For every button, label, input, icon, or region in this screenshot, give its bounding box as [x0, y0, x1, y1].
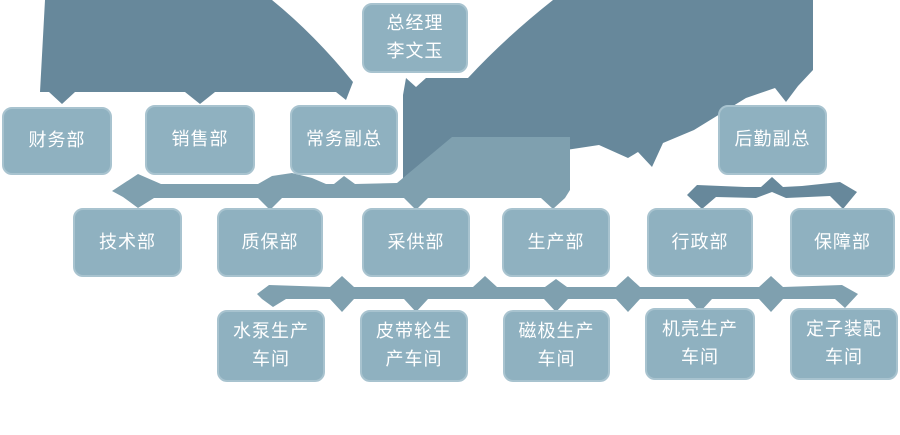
org-node-finance-dept[interactable]: 财务部: [2, 107, 112, 175]
org-node-support-dept[interactable]: 保障部: [790, 208, 895, 277]
org-node-technology-dept[interactable]: 技术部: [73, 208, 182, 277]
org-node-general-manager[interactable]: 总经理 李文玉: [362, 3, 468, 73]
org-node-procurement-dept[interactable]: 采供部: [362, 208, 470, 277]
org-node-water-pump-workshop[interactable]: 水泵生产 车间: [217, 310, 325, 382]
org-node-production-dept[interactable]: 生产部: [502, 208, 610, 277]
org-node-magnetic-pole-workshop[interactable]: 磁极生产 车间: [503, 310, 610, 382]
org-node-quality-assurance-dept[interactable]: 质保部: [217, 208, 323, 277]
org-node-machine-casing-workshop[interactable]: 机壳生产 车间: [645, 308, 755, 380]
org-node-belt-pulley-workshop[interactable]: 皮带轮生 产车间: [360, 310, 468, 382]
connector-bottom-band: [257, 276, 858, 312]
org-node-administration-dept[interactable]: 行政部: [647, 208, 753, 277]
org-node-executive-deputy-gm[interactable]: 常务副总: [290, 105, 398, 175]
org-node-logistics-deputy-gm[interactable]: 后勤副总: [718, 105, 827, 175]
org-node-sales-dept[interactable]: 销售部: [145, 105, 255, 175]
org-node-stator-assembly-workshop[interactable]: 定子装配 车间: [790, 308, 898, 380]
connector-mid-band: [112, 137, 570, 210]
connector-top-left: [40, 0, 353, 104]
connector-bridge: [687, 177, 857, 209]
